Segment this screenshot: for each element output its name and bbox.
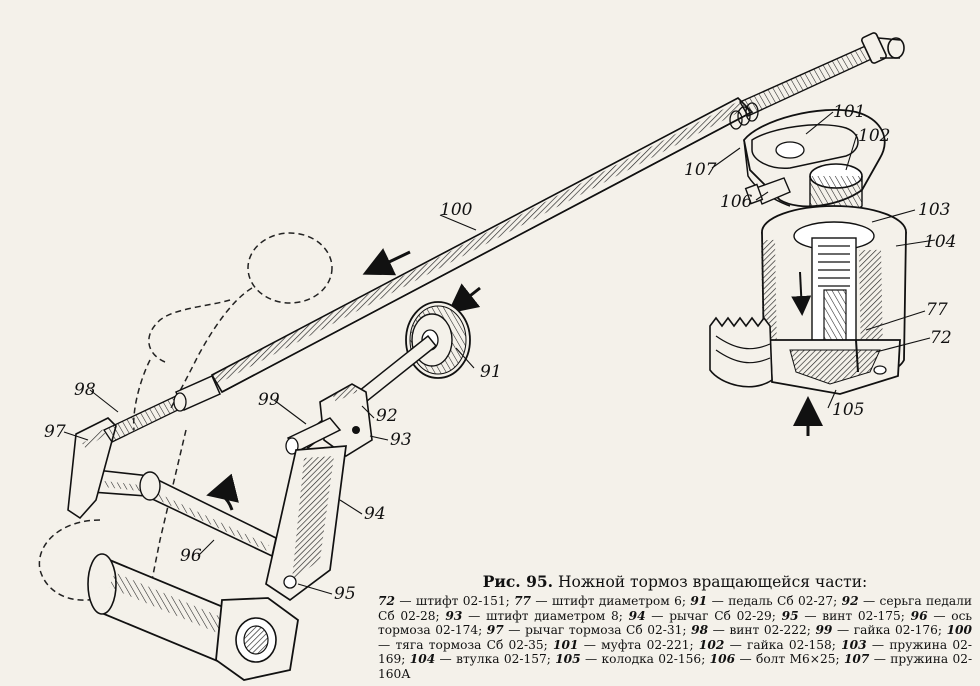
nut-102	[809, 163, 863, 215]
callout-107: 107	[684, 160, 717, 180]
legend-entry: 93 — штифт диаметром 8;	[445, 608, 623, 623]
legend-entry: 101 — муфта 02-221;	[553, 637, 694, 652]
brake-drum	[87, 553, 299, 681]
legend-entry: 92 — серьга педали Сб 02-28;	[378, 594, 972, 623]
callout-93: 93	[390, 430, 412, 450]
brake-rod-100	[210, 97, 754, 394]
caption-title-text: Ножной тормоз вращающейся части:	[558, 573, 868, 591]
legend-entry: 107 — пружина 02-160А	[378, 652, 973, 681]
callout-103: 103	[918, 200, 951, 220]
callout-96: 96	[180, 546, 202, 566]
legend-entry: 99 — гайка 02-176;	[815, 623, 942, 638]
gear-segment	[709, 316, 773, 388]
callout-94: 94	[364, 504, 386, 524]
figure-caption: Рис. 95. Ножной тормоз вращающейся части…	[378, 572, 972, 682]
pedal-shackle-92	[319, 383, 373, 457]
direction-arrows	[206, 248, 823, 511]
callout-102: 102	[858, 126, 891, 146]
legend-entry: 77 — штифт диаметром 6;	[514, 594, 686, 608]
threaded-rod-end	[739, 32, 905, 117]
callout-72: 72	[930, 328, 952, 348]
callout-99: 99	[258, 390, 280, 410]
callout-98: 98	[74, 380, 96, 400]
brake-axle-96	[91, 469, 277, 558]
legend-entry: 72 — штифт 02-151;	[378, 594, 510, 608]
brake-shoe-105	[769, 339, 901, 395]
legend-entry: 103 — пружина 02-169;	[378, 637, 973, 667]
legend-entry: 91 — педаль Сб 02-27;	[690, 594, 838, 608]
legend-entry: 95 — винт 02-175;	[781, 608, 905, 623]
screw-98	[103, 375, 221, 443]
lever-94	[265, 445, 347, 602]
legend-entry: 97 — рычаг тормоза Сб 02-31;	[486, 623, 687, 638]
nut-99	[285, 417, 342, 455]
callout-92: 92	[376, 406, 398, 426]
caption-title: Рис. 95. Ножной тормоз вращающейся части…	[378, 572, 972, 591]
legend-entry: 104 — втулка 02-157;	[409, 652, 551, 667]
lever-97	[67, 417, 117, 520]
callout-97: 97	[44, 422, 66, 442]
legend-entry: 98 — винт 02-222;	[691, 623, 811, 638]
callout-95: 95	[334, 584, 356, 604]
caption-title-prefix: Рис. 95.	[482, 572, 554, 591]
callout-100: 100	[440, 200, 473, 220]
callout-77: 77	[926, 300, 948, 320]
legend-entry: 105 — колодка 02-156;	[555, 652, 706, 667]
legend-entry: 100 — тяга тормоза Сб 02-35;	[378, 623, 973, 652]
callout-105: 105	[832, 400, 865, 420]
leader-lines	[63, 111, 936, 595]
legend-entry: 106 — болт М6×25;	[709, 652, 840, 667]
callout-91: 91	[480, 362, 502, 382]
callout-101: 101	[833, 102, 866, 122]
pedal-91	[405, 301, 471, 379]
spring-107	[729, 102, 759, 130]
legend-entry: 102 — гайка 02-158;	[698, 637, 836, 652]
callout-104: 104	[924, 232, 957, 252]
legend-entry: 94 — рычаг Сб 02-29;	[628, 608, 776, 623]
callout-106: 106	[720, 192, 753, 212]
legend-entry: 96 — ось тормоза 02-174;	[378, 608, 973, 638]
caption-legend: 72 — штифт 02-151; 77 — штифт диаметром …	[378, 594, 972, 682]
